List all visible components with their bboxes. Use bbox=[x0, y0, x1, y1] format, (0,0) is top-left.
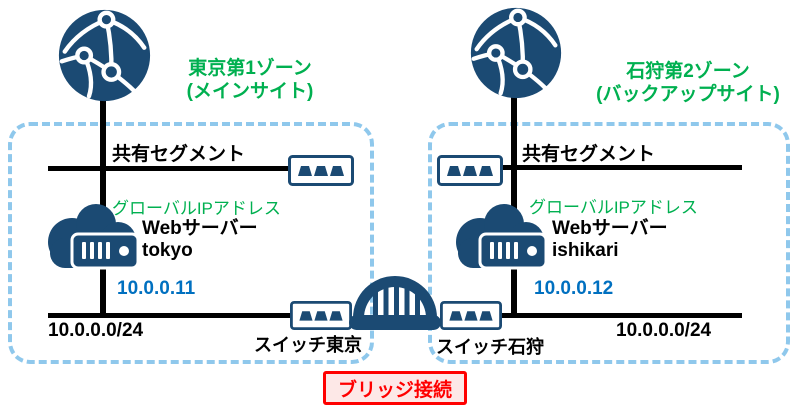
zone-title-ishikari-line1: 石狩第2ゾーン bbox=[626, 61, 750, 82]
connector-internet-to-lan-ishikari bbox=[511, 97, 517, 316]
cloud-server-icon-ishikari bbox=[456, 204, 548, 270]
cloud-server-icon-tokyo bbox=[48, 204, 140, 270]
server-name-ishikari-line1: Webサーバー bbox=[552, 218, 668, 239]
global-ip-label-ishikari: グローバルIPアドレス bbox=[529, 198, 698, 217]
zone-title-ishikari-line2: (バックアップサイト) bbox=[596, 84, 780, 105]
global-ip-label-tokyo: グローバルIPアドレス bbox=[112, 199, 281, 218]
zone-title-tokyo-line1: 東京第1ゾーン bbox=[188, 58, 312, 79]
switch-label-tokyo: スイッチ東京 bbox=[254, 335, 362, 355]
lan-line-ishikari bbox=[440, 313, 742, 318]
server-name-tokyo-line1: Webサーバー bbox=[142, 218, 258, 239]
zone-box-tokyo bbox=[8, 122, 374, 364]
lan-cidr-tokyo: 10.0.0.0/24 bbox=[48, 320, 144, 341]
network-switch-icon-shared-tokyo bbox=[288, 155, 354, 186]
zone-title-tokyo-line2: (メインサイト) bbox=[186, 81, 314, 102]
network-switch-icon-tokyo bbox=[290, 300, 352, 331]
internet-globe-icon-tokyo bbox=[58, 9, 151, 102]
bridge-icon bbox=[349, 276, 441, 330]
server-name-ishikari-line2: ishikari bbox=[552, 240, 619, 261]
server-ip-tokyo: 10.0.0.11 bbox=[117, 278, 196, 299]
network-switch-icon-ishikari bbox=[440, 300, 502, 331]
lan-cidr-ishikari: 10.0.0.0/24 bbox=[616, 320, 712, 341]
bridge-connection-callout: ブリッジ接続 bbox=[323, 371, 467, 405]
shared-segment-label-tokyo: 共有セグメント bbox=[112, 144, 246, 165]
shared-segment-label-ishikari: 共有セグメント bbox=[522, 144, 656, 165]
internet-globe-icon-ishikari bbox=[470, 7, 562, 99]
zone-title-tokyo: 東京第1ゾーン (メインサイト) bbox=[168, 57, 332, 103]
switch-label-ishikari: スイッチ石狩 bbox=[436, 337, 544, 357]
server-ip-ishikari: 10.0.0.12 bbox=[534, 278, 614, 299]
zone-title-ishikari: 石狩第2ゾーン (バックアップサイト) bbox=[581, 60, 795, 106]
lan-line-tokyo bbox=[48, 313, 352, 318]
shared-segment-line-ishikari bbox=[500, 165, 742, 170]
server-name-ishikari: Webサーバー ishikari bbox=[552, 218, 668, 262]
server-name-tokyo: Webサーバー tokyo bbox=[142, 218, 258, 262]
network-switch-icon-shared-ishikari bbox=[437, 155, 503, 186]
zone-box-ishikari bbox=[428, 122, 790, 364]
server-name-tokyo-line2: tokyo bbox=[142, 240, 193, 261]
shared-segment-line-tokyo bbox=[48, 166, 294, 171]
